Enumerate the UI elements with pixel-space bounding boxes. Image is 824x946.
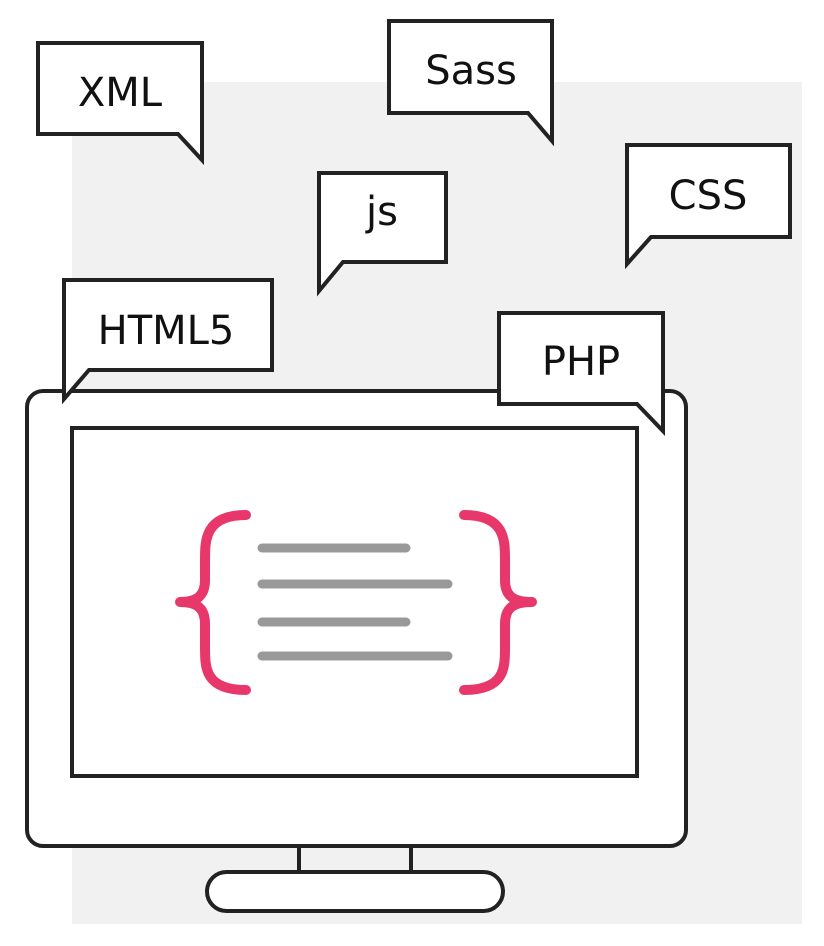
monitor-stand-base — [205, 870, 505, 913]
bubble-sass-shape — [387, 19, 554, 147]
bubble-php: PHP — [497, 311, 665, 436]
bubble-xml: XML — [36, 41, 204, 166]
bubble-css-label: CSS — [669, 173, 748, 219]
bubble-html5-shape — [62, 278, 274, 405]
left-brace — [175, 510, 251, 695]
bubble-php-label: PHP — [542, 339, 620, 385]
bubble-js-label: js — [365, 189, 398, 235]
curly-braces-icon — [175, 510, 537, 695]
bubble-sass: Sass — [387, 19, 554, 147]
bubble-xml-label: XML — [78, 70, 163, 116]
monitor-screen — [70, 426, 639, 778]
monitor-stand-neck — [297, 846, 413, 872]
monitor-icon — [25, 389, 688, 913]
bubble-html5-label: HTML5 — [98, 308, 235, 354]
bubble-css: CSS — [625, 143, 792, 270]
bubble-js: js — [317, 171, 448, 297]
code-lines-icon — [257, 543, 453, 661]
bubble-php-shape — [497, 311, 665, 436]
bubble-sass-label: Sass — [425, 48, 517, 94]
bubble-js-shape — [317, 171, 448, 297]
bubble-css-shape — [625, 143, 792, 270]
bubble-html5: HTML5 — [62, 278, 274, 405]
right-brace — [459, 510, 537, 695]
bubble-xml-shape — [36, 41, 204, 166]
